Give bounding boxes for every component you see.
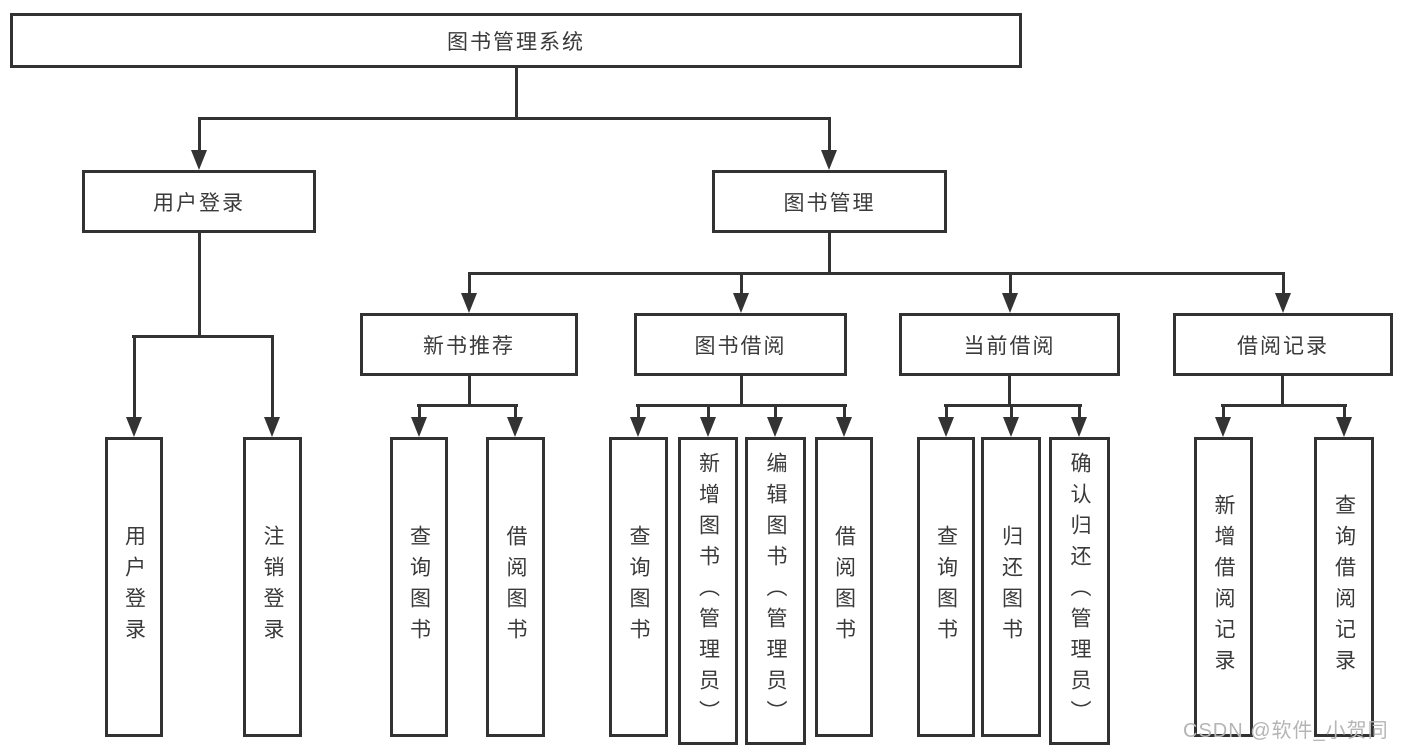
connector-branch-line bbox=[636, 404, 847, 407]
node-label: 新书推荐 bbox=[423, 334, 515, 358]
arrowhead-down-icon bbox=[1215, 417, 1231, 437]
node-label: 用户登录 bbox=[153, 191, 245, 215]
connector-arrow-stem bbox=[1009, 272, 1012, 295]
connector-arrow-stem bbox=[418, 404, 421, 419]
leaf-query-books-under-current: 查询图书 bbox=[917, 437, 975, 737]
node-library-management-system: 图书管理系统 bbox=[10, 13, 1022, 68]
connector-arrow-stem bbox=[133, 335, 136, 419]
node-user-login: 用户登录 bbox=[82, 170, 316, 233]
connector-arrow-stem bbox=[740, 272, 743, 295]
node-label: 编辑图书（管理员） bbox=[764, 451, 787, 731]
node-label: 新增图书（管理员） bbox=[696, 451, 720, 731]
connector-branch-line bbox=[132, 335, 274, 338]
arrowhead-down-icon bbox=[507, 417, 523, 437]
leaf-query-books-under-recommend: 查询图书 bbox=[390, 437, 448, 737]
connector-stem bbox=[198, 233, 201, 338]
arrowhead-down-icon bbox=[461, 293, 477, 313]
connector-branch-line bbox=[1221, 404, 1347, 407]
arrowhead-down-icon bbox=[1275, 293, 1291, 313]
connector-branch-line bbox=[944, 404, 1082, 407]
connector-stem bbox=[468, 376, 471, 407]
arrowhead-down-icon bbox=[630, 417, 646, 437]
connector-arrow-stem bbox=[707, 404, 710, 419]
node-label: 归还图书 bbox=[999, 525, 1023, 649]
node-label: 用户登录 bbox=[122, 525, 146, 649]
arrowhead-down-icon bbox=[1071, 417, 1087, 437]
connector-arrow-stem bbox=[1222, 404, 1225, 419]
arrowhead-down-icon bbox=[1003, 417, 1019, 437]
node-borrow-records: 借阅记录 bbox=[1173, 313, 1393, 376]
connector-stem bbox=[740, 376, 743, 407]
leaf-borrow-books-under-recommend: 借阅图书 bbox=[486, 437, 545, 737]
leaf-query-books-under-borrowing: 查询图书 bbox=[609, 437, 668, 737]
arrowhead-down-icon bbox=[767, 417, 783, 437]
connector-branch-line bbox=[198, 117, 831, 120]
node-label: 注销登录 bbox=[261, 525, 284, 649]
arrowhead-down-icon bbox=[938, 417, 954, 437]
node-label: 图书管理系统 bbox=[447, 30, 585, 54]
arrowhead-down-icon bbox=[191, 150, 207, 170]
connector-arrow-stem bbox=[1282, 272, 1285, 295]
connector-arrow-stem bbox=[1010, 404, 1013, 419]
arrowhead-down-icon bbox=[264, 417, 280, 437]
node-new-book-recommend: 新书推荐 bbox=[360, 313, 578, 376]
connector-arrow-stem bbox=[514, 404, 517, 419]
arrowhead-down-icon bbox=[821, 150, 837, 170]
node-label: 查询图书 bbox=[934, 525, 958, 649]
node-label: 确认归还（管理员） bbox=[1068, 451, 1091, 731]
leaf-user-login: 用户登录 bbox=[105, 437, 163, 737]
node-label: 当前借阅 bbox=[963, 334, 1056, 358]
node-label: 图书借阅 bbox=[694, 334, 787, 358]
connector-arrow-stem bbox=[843, 404, 846, 419]
leaf-borrow-books-under-borrowing: 借阅图书 bbox=[815, 437, 873, 737]
connector-arrow-stem bbox=[828, 117, 831, 152]
watermark: CSDN @软件_小贺同学 bbox=[1183, 720, 1389, 742]
arrowhead-down-icon bbox=[126, 417, 142, 437]
node-label: 查询图书 bbox=[407, 525, 431, 649]
node-label: 查询图书 bbox=[627, 525, 650, 649]
connector-arrow-stem bbox=[637, 404, 640, 419]
connector-stem bbox=[828, 233, 831, 275]
connector-arrow-stem bbox=[468, 272, 471, 295]
node-label: 借阅记录 bbox=[1237, 334, 1329, 358]
leaf-confirm-return-admin: 确认归还（管理员） bbox=[1049, 437, 1110, 745]
arrowhead-down-icon bbox=[411, 417, 427, 437]
node-label: 借阅图书 bbox=[832, 525, 856, 649]
connector-stem bbox=[1008, 376, 1011, 407]
arrowhead-down-icon bbox=[836, 417, 852, 437]
node-current-borrowing: 当前借阅 bbox=[899, 313, 1120, 376]
connector-arrow-stem bbox=[1343, 404, 1346, 419]
connector-stem bbox=[515, 68, 518, 120]
node-label: 新增借阅记录 bbox=[1212, 494, 1235, 680]
connector-branch-line bbox=[417, 404, 518, 407]
node-book-management: 图书管理 bbox=[712, 170, 947, 233]
leaf-add-books-admin: 新增图书（管理员） bbox=[678, 437, 738, 745]
connector-arrow-stem bbox=[774, 404, 777, 419]
leaf-return-books: 归还图书 bbox=[981, 437, 1041, 737]
connector-arrow-stem bbox=[198, 117, 201, 152]
leaf-edit-books-admin: 编辑图书（管理员） bbox=[745, 437, 806, 745]
node-label: 图书管理 bbox=[783, 191, 876, 215]
arrowhead-down-icon bbox=[733, 293, 749, 313]
leaf-logout: 注销登录 bbox=[243, 437, 302, 737]
leaf-query-borrow-record: 查询借阅记录 bbox=[1314, 437, 1374, 737]
leaf-add-borrow-record: 新增借阅记录 bbox=[1194, 437, 1253, 737]
arrowhead-down-icon bbox=[1002, 293, 1018, 313]
connector-arrow-stem bbox=[1078, 404, 1081, 419]
arrowhead-down-icon bbox=[1336, 417, 1352, 437]
arrowhead-down-icon bbox=[700, 417, 716, 437]
node-book-borrowing: 图书借阅 bbox=[634, 313, 847, 376]
connector-arrow-stem bbox=[271, 335, 274, 419]
connector-stem bbox=[1281, 376, 1284, 407]
connector-arrow-stem bbox=[945, 404, 948, 419]
connector-branch-line bbox=[468, 272, 1285, 275]
node-label: 借阅图书 bbox=[504, 525, 527, 649]
node-label: 查询借阅记录 bbox=[1332, 494, 1356, 680]
